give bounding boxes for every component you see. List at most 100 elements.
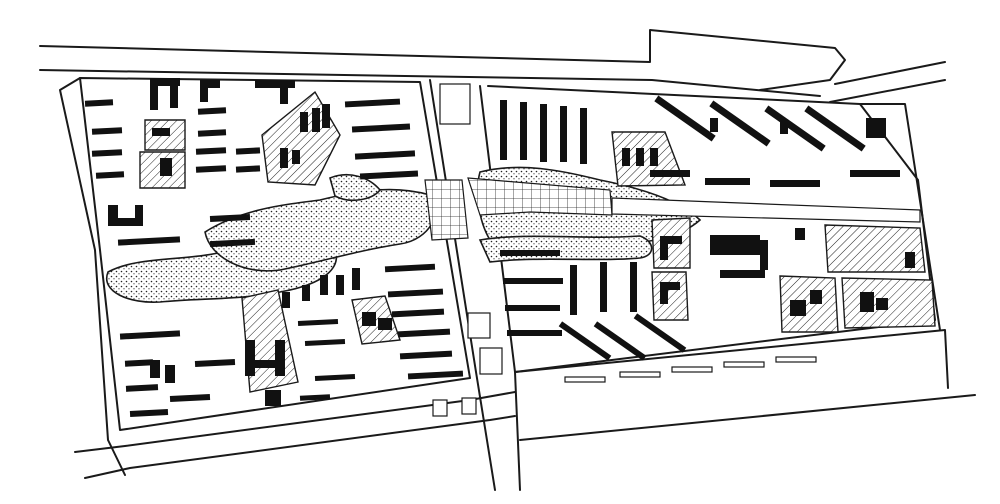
building-west (352, 268, 360, 290)
north-road-inner (39, 69, 821, 97)
building-east (810, 290, 822, 304)
residential-block-west (197, 107, 227, 115)
green-park-strip (105, 166, 702, 303)
building-east (760, 240, 768, 270)
building-west (302, 285, 310, 301)
residential-block-east (500, 100, 507, 160)
building-east (660, 236, 668, 260)
residential-block-west (384, 263, 436, 273)
residential-block-west (117, 236, 181, 246)
hatched-site-east-4 (824, 224, 926, 273)
residential-block-west (407, 370, 464, 380)
north-road-outer (39, 29, 846, 91)
central-plot-b (479, 347, 503, 375)
northeast-ramp-lower (829, 79, 946, 103)
highway-marker (723, 361, 765, 368)
residential-block-west (299, 394, 331, 401)
west-district-boundary (79, 77, 471, 431)
residential-block-east (850, 170, 900, 177)
building-west (150, 360, 160, 378)
central-road-west (429, 79, 496, 491)
north-central-plot (439, 83, 471, 125)
residential-block-east (503, 278, 563, 284)
east-walkway (611, 197, 921, 223)
residential-block-east (580, 108, 587, 164)
highway-markers (564, 356, 817, 383)
building-west (336, 275, 344, 295)
residential-block-east (540, 104, 547, 162)
residential-block-east (520, 102, 527, 160)
building-east (866, 118, 876, 138)
building-west (108, 218, 143, 226)
residential-block-west (397, 328, 451, 338)
building-west (200, 80, 208, 102)
building-west (265, 390, 281, 406)
west-outer-road (59, 77, 126, 476)
building-east (905, 252, 915, 268)
plaza-grid-east (467, 177, 613, 216)
building-west (322, 104, 330, 128)
residential-block-west (351, 123, 411, 133)
residential-block-east (560, 106, 567, 162)
building-west (275, 340, 285, 376)
highway-marker (775, 356, 817, 363)
south-highway-north (514, 329, 949, 389)
residential-block-east (764, 105, 826, 152)
building-west (245, 340, 255, 376)
south-plot-b (461, 397, 477, 415)
south-plot-a (432, 399, 448, 417)
highway-marker (671, 366, 713, 373)
residential-block-west (359, 170, 419, 180)
building-east (876, 118, 886, 138)
building-east (650, 148, 658, 166)
southwest-road-upper (74, 391, 516, 453)
building-east (780, 120, 788, 134)
residential-block-east (505, 305, 560, 311)
building-west (170, 78, 178, 108)
park-blob-centre (204, 188, 437, 272)
east-district-boundary (487, 85, 936, 373)
building-east (860, 292, 874, 312)
building-west (245, 360, 285, 368)
building-west (160, 158, 172, 176)
residential-block-west (169, 393, 211, 403)
buildings-layer (84, 78, 915, 417)
residential-block-east (770, 180, 820, 187)
residential-block-west (399, 350, 453, 360)
residential-block-west (209, 238, 256, 248)
residential-block-east (507, 330, 562, 336)
building-east (668, 282, 680, 290)
residential-block-east (500, 250, 560, 256)
residential-block-west (197, 129, 227, 137)
building-west (300, 112, 308, 132)
building-west (150, 78, 158, 110)
residential-block-east (630, 262, 637, 312)
central-plot-a (467, 312, 491, 339)
residential-block-east (654, 95, 716, 142)
building-west (282, 292, 290, 308)
building-east (660, 282, 668, 304)
building-west (320, 275, 328, 295)
building-west (292, 150, 300, 164)
road-network (39, 29, 976, 491)
northeast-ramp-upper (834, 61, 946, 85)
hatched-site-east-6 (841, 277, 936, 329)
building-west (108, 205, 118, 225)
building-west (255, 80, 295, 88)
building-west (312, 108, 320, 132)
building-east (636, 148, 644, 166)
central-plots (432, 83, 503, 417)
residential-block-west (235, 165, 261, 173)
building-west (152, 128, 170, 136)
residential-block-west (354, 150, 416, 160)
residential-block-west (129, 409, 169, 417)
building-west (280, 148, 288, 168)
building-east (710, 118, 718, 132)
residential-block-east (633, 313, 687, 353)
residential-block-east (600, 262, 607, 312)
residential-block-west (314, 373, 356, 382)
building-west (135, 205, 143, 225)
residential-block-west (124, 359, 154, 367)
residential-block-west (125, 384, 159, 392)
building-west (165, 365, 175, 383)
